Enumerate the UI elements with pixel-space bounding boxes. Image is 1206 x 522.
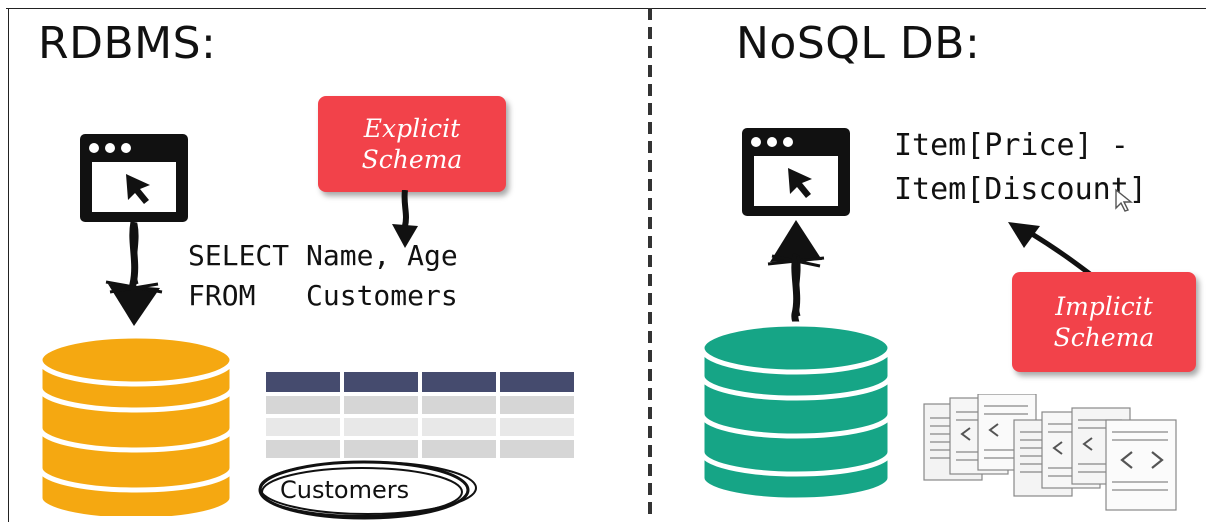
callout-arrow-up-left (1008, 222, 1092, 277)
rdbms-title: RDBMS: (38, 18, 217, 69)
sql-query-line-2: FROM Customers (188, 279, 458, 312)
browser-window-icon (80, 134, 188, 222)
callout-arrow-down (392, 190, 418, 248)
relational-database-icon (37, 333, 235, 516)
top-border (6, 8, 1206, 9)
explicit-schema-callout: Explicit Schema (318, 96, 506, 192)
customers-table-label: Customers (280, 476, 410, 504)
up-arrow-to-browser (767, 220, 825, 326)
browser-window-icon (742, 128, 850, 216)
callout-line-2: Schema (1053, 323, 1155, 352)
sql-query-line-1: SELECT Name, Age (188, 239, 458, 272)
nosql-title: NoSQL DB: (736, 18, 981, 69)
nosql-database-icon (699, 321, 893, 502)
mouse-pointer-icon (1115, 188, 1133, 212)
nosql-expression-line-1: Item[Price] - (894, 128, 1129, 163)
hand-drawn-circle (258, 460, 477, 520)
document-7 (1105, 419, 1177, 511)
json-documents-icon (923, 394, 1177, 511)
cursor-icon (126, 174, 150, 204)
callout-line-1: Explicit (363, 113, 461, 143)
down-arrow-to-db (105, 222, 163, 326)
callout-line-1: Implicit (1055, 291, 1153, 321)
nosql-expression-line-2: Item[Discount] (894, 172, 1147, 207)
callout-line-2: Schema (361, 145, 463, 174)
implicit-schema-callout: Implicit Schema (1012, 272, 1196, 372)
left-border (8, 8, 9, 522)
relational-table-icon (266, 372, 574, 458)
cursor-icon (788, 168, 812, 198)
